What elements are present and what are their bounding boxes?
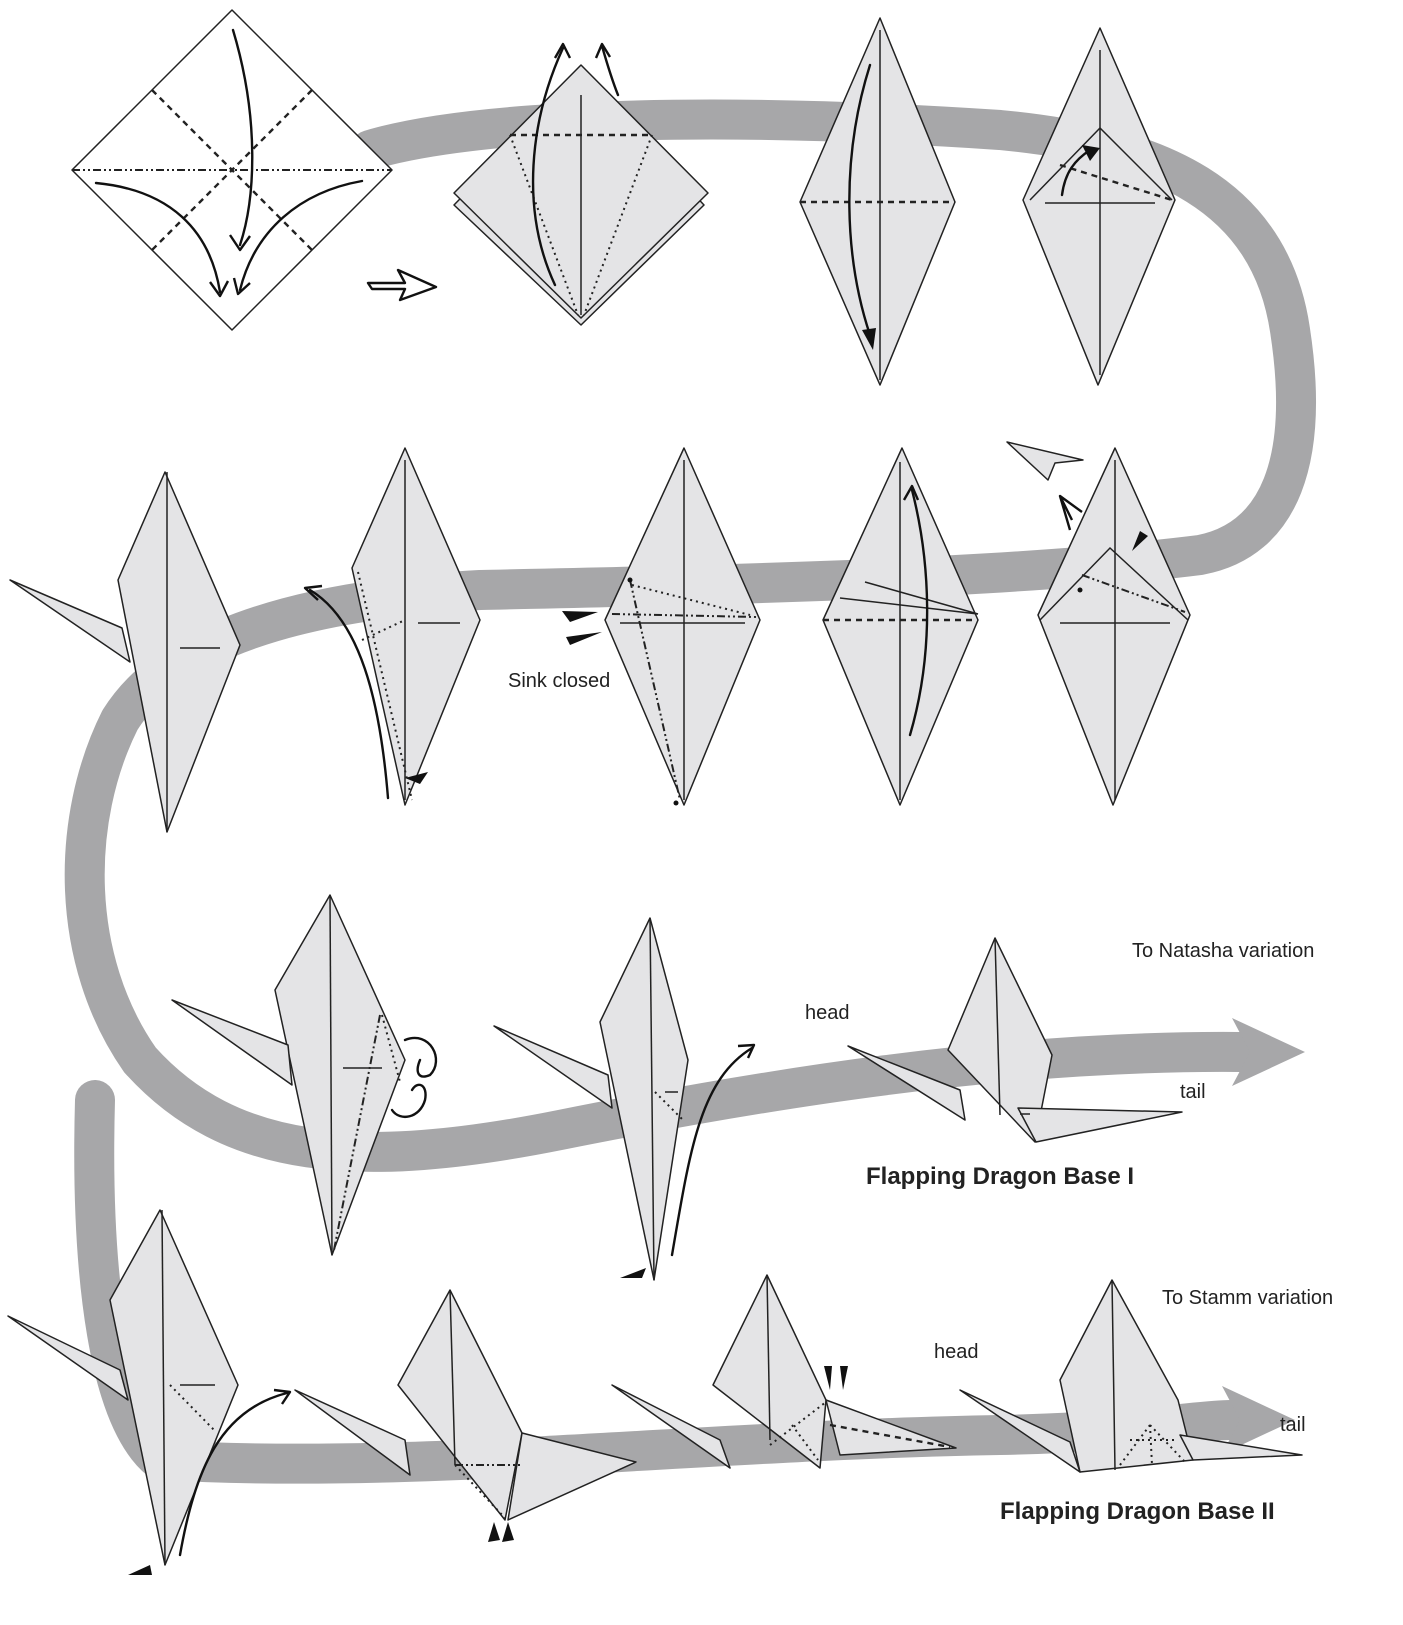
stamm-variation-label: To Stamm variation [1162,1287,1333,1310]
head-label-1: head [805,1002,850,1025]
flapping-dragon-base-1-title: Flapping Dragon Base I [866,1163,1134,1191]
tail-label-2: tail [1280,1414,1306,1437]
next-arrow-icon [368,270,436,300]
step-14-model [295,1290,636,1542]
step-4-diamond [1023,28,1175,385]
step-10-model [172,895,436,1255]
step-5-diamond [1007,442,1190,805]
head-label-2: head [934,1341,979,1364]
step-3-diamond [800,18,955,385]
step-7-sink [562,448,760,806]
tail-label-1: tail [1180,1081,1206,1104]
step-6-diamond [823,448,978,805]
sink-closed-label: Sink closed [508,670,610,693]
step-2-preliminary-base [454,44,708,325]
step-9-one-wing [10,472,240,832]
natasha-variation-label: To Natasha variation [1132,940,1314,963]
step-13-model [8,1210,290,1575]
step-1-square [72,10,392,330]
flapping-dragon-base-2-title: Flapping Dragon Base II [1000,1498,1275,1526]
